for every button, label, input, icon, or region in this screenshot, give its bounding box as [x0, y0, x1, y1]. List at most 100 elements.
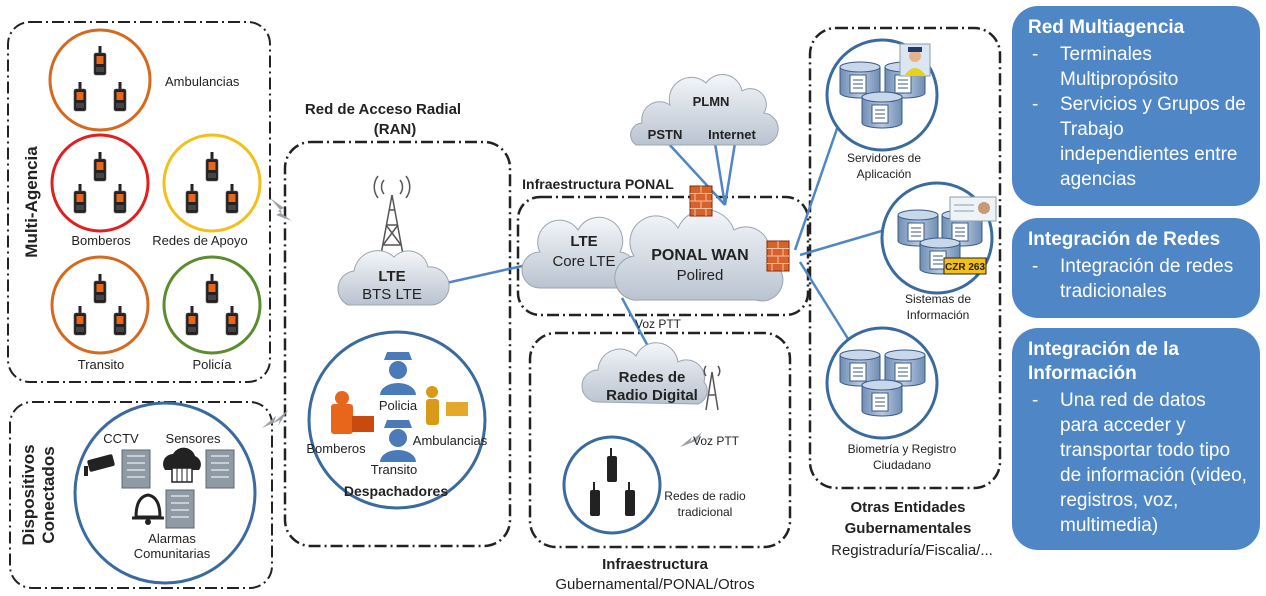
multi-agencia-group	[7, 21, 271, 383]
lightning-icon	[680, 432, 702, 447]
firefighter-icon	[331, 391, 374, 434]
servers-biometria-1: Biometría y Registro	[848, 442, 957, 456]
internet-label: Internet	[708, 127, 756, 142]
agency-circle-ambulancias	[48, 28, 152, 132]
radio-digital-label: Radio Digital	[606, 387, 698, 404]
despachador-ambulancias: Ambulancias	[413, 433, 488, 448]
otras-title-1: Otras Entidades	[850, 499, 965, 516]
bts-lte-sublabel: BTS LTE	[362, 286, 422, 303]
pstn-label: PSTN	[648, 127, 683, 142]
dispositivos-label-1: Dispositivos	[19, 444, 38, 545]
controller-icon	[121, 449, 151, 489]
firewall-icon	[766, 240, 790, 272]
device-label-alarmas-2: Comunitarias	[134, 546, 211, 561]
link-wan-biometria	[798, 261, 857, 351]
device-label-sensores: Sensores	[166, 431, 221, 446]
internet-cloud	[630, 74, 779, 146]
ponal-wan-label: PONAL WAN	[651, 247, 748, 264]
redes-de-label: Redes de	[619, 369, 686, 386]
device-label-alarmas-1: Alarmas	[148, 531, 196, 546]
panel-item: Servicios y Grupos de Trabajo independie…	[1028, 92, 1248, 192]
agency-label-policia: Policía	[192, 357, 232, 372]
voz-ptt-core: Voz PTT	[635, 317, 682, 331]
infra-bottom-sub: Gubernamental/PONAL/Otros	[555, 576, 754, 593]
agency-circle-policia	[162, 255, 262, 355]
core-lte-sublabel: Core LTE	[552, 253, 615, 270]
dispositivos-group	[9, 401, 273, 589]
servers-biometria-2: Ciudadano	[873, 458, 931, 472]
id-card-icon	[949, 196, 997, 222]
otras-sub: Registraduría/Fiscalia/...	[831, 542, 993, 559]
dispositivos-label-2: Conectados	[39, 446, 58, 543]
agency-label-ambulancias: Ambulancias	[165, 74, 240, 89]
radio-tradicional-2: tradicional	[678, 505, 733, 519]
servers-informacion-2: Información	[907, 308, 970, 322]
polired-label: Polired	[677, 267, 724, 284]
link-core-radio	[620, 297, 652, 351]
otras-entidades-group	[808, 26, 1002, 490]
radio-tradicional-1: Redes de radio	[664, 489, 746, 503]
despachador-policia: Policia	[379, 398, 418, 413]
officer-photo-icon	[899, 43, 931, 77]
infra-ponal-title: Infraestructura PONAL	[522, 176, 674, 192]
panel-title: Integración de la Información	[1028, 339, 1179, 384]
bts-cloud	[337, 250, 450, 306]
panel-title: Integración de Redes	[1028, 229, 1221, 250]
agency-label-bomberos: Bomberos	[71, 233, 131, 248]
lightning-icon	[262, 410, 288, 428]
servers-aplicacion-2: Aplicación	[857, 167, 912, 181]
radio-digital-cloud	[581, 342, 708, 405]
otras-title-2: Gubernamentales	[845, 520, 972, 537]
radio-tower-icon	[703, 365, 721, 411]
device-label-cctv: CCTV	[103, 431, 139, 446]
controller-icon	[205, 449, 235, 489]
despachador-bomberos: Bomberos	[306, 441, 366, 456]
sensor-cloud-icon	[163, 447, 201, 483]
transit-officer-icon	[380, 420, 416, 462]
panel-item: Una red de datos para acceder y transpor…	[1028, 388, 1248, 538]
panel-item: Terminales Multipropósito	[1028, 42, 1248, 92]
ambulance-worker-icon	[426, 386, 468, 425]
panel-item: Integración de redes tradicionales	[1028, 254, 1248, 304]
core-lte-label: LTE	[570, 233, 597, 250]
radio-handsets-circle	[562, 435, 662, 535]
despachador-transito: Transito	[371, 462, 417, 477]
agency-circle-transito	[50, 255, 150, 355]
database-icon	[861, 379, 903, 417]
ran-group	[283, 140, 512, 548]
servers-aplicacion-1: Servidores de	[847, 151, 921, 165]
ponal-group	[516, 195, 810, 317]
svg-text:CZR 263: CZR 263	[945, 262, 985, 273]
multi-agencia-label: Multi-Agencia	[22, 146, 41, 258]
devices-circle	[73, 401, 257, 585]
panel-title: Red Multiagencia	[1028, 17, 1185, 38]
panel-integracion-informacion: Integración de la Información Una red de…	[1012, 328, 1260, 550]
radio-infra-group	[528, 331, 792, 549]
controller-icon	[165, 489, 195, 529]
voz-ptt-radio: Voz PTT	[693, 434, 740, 448]
link-pstn	[667, 142, 726, 206]
agency-label-redes-apoyo: Redes de Apoyo	[152, 233, 247, 248]
alarm-bell-icon	[132, 493, 164, 525]
handheld-radio-icon	[590, 448, 635, 516]
link-internet	[723, 142, 737, 206]
database-icon	[861, 91, 903, 129]
firewall-icon	[689, 185, 713, 217]
agency-circle-redes-apoyo	[162, 133, 262, 233]
agency-circle-bomberos	[50, 133, 150, 233]
infra-bottom-title: Infraestructura	[602, 556, 709, 573]
panel-red-multiagencia: Red Multiagencia Terminales Multipropósi…	[1012, 6, 1260, 206]
panel-integracion-redes: Integración de Redes Integración de rede…	[1012, 218, 1260, 318]
agency-label-transito: Transito	[78, 357, 124, 372]
servers-informacion-1: Sistemas de	[905, 292, 971, 306]
link-wan-informacion	[799, 228, 886, 257]
link-wan-aplicacion	[793, 119, 842, 251]
despachadores-label: Despachadores	[344, 483, 448, 499]
lte-tower-icon	[373, 175, 411, 261]
license-plate-icon: CZR 263	[943, 257, 987, 275]
lightning-icon	[270, 198, 292, 221]
bts-lte-label: LTE	[378, 268, 405, 285]
ran-title-2: (RAN)	[374, 121, 417, 138]
police-officer-icon	[380, 352, 416, 395]
